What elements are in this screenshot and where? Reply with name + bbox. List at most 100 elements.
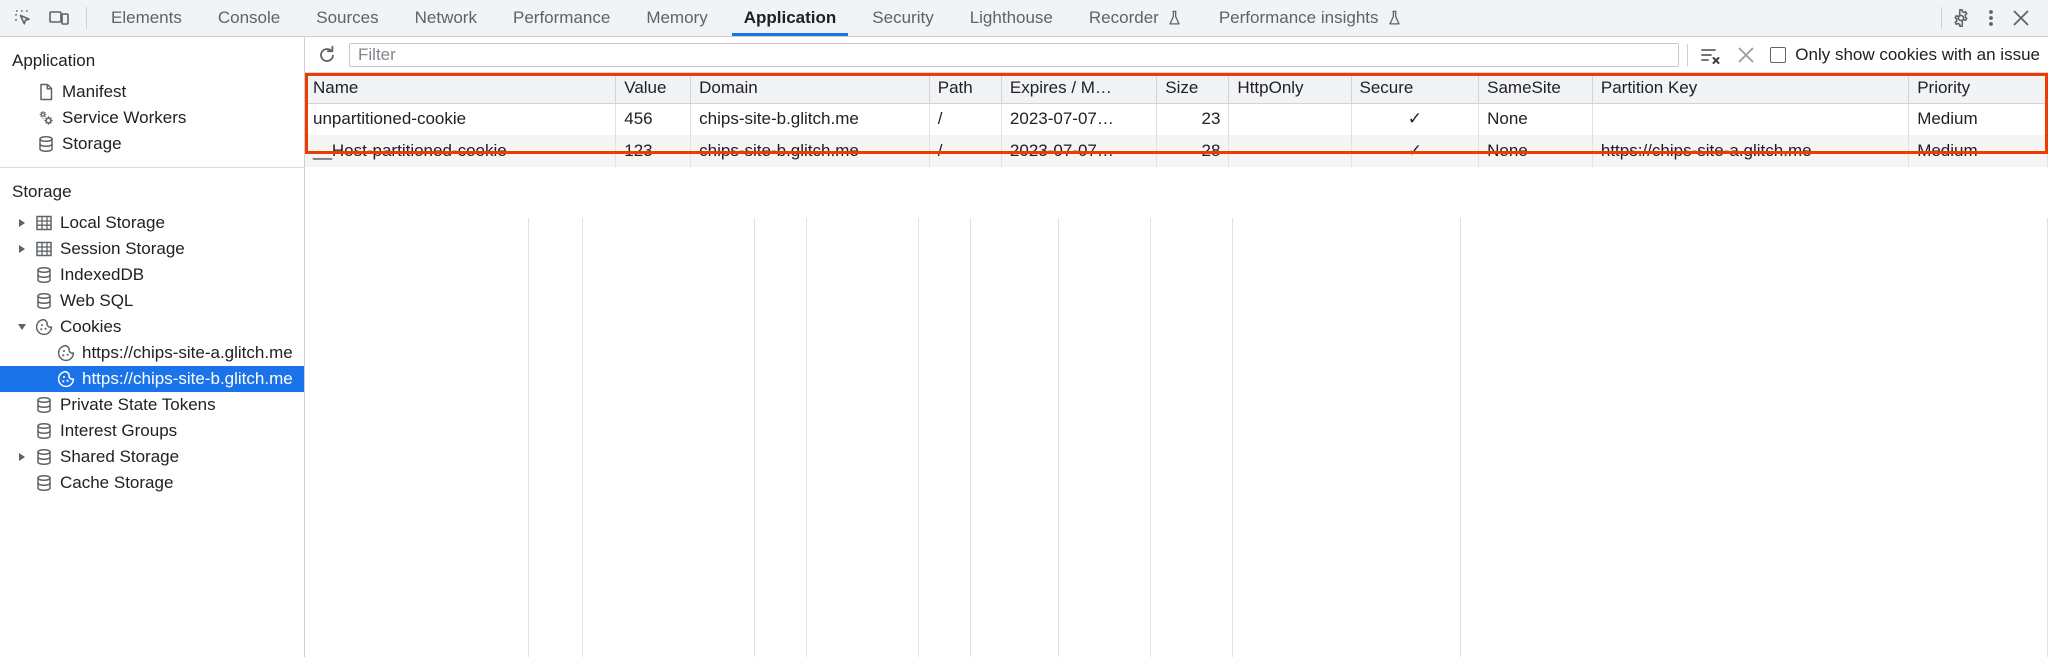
filter-input[interactable] [349, 42, 1680, 67]
sidebar-item-label: Interest Groups [60, 421, 178, 440]
tab-memory[interactable]: Memory [628, 0, 725, 36]
sidebar-item-https-chips-site-b-glitch-me[interactable]: https://chips-site-b.glitch.me [0, 366, 304, 392]
sidebar-item-private-state-tokens[interactable]: Private State Tokens [0, 392, 304, 418]
empty-grid-column [807, 218, 919, 657]
sidebar-item-label: Storage [62, 134, 122, 153]
chevron-right-icon[interactable] [12, 453, 32, 461]
sidebar-item-label: IndexedDB [60, 265, 145, 284]
cell-priority: Medium [1908, 135, 2048, 167]
cell-size: 28 [1156, 135, 1230, 167]
tab-security[interactable]: Security [854, 0, 951, 36]
tab-label: Elements [111, 8, 182, 27]
tab-label: Lighthouse [969, 8, 1053, 27]
clear-filtered-cookies-icon[interactable] [1696, 41, 1724, 69]
column-header-value[interactable]: Value [615, 73, 692, 104]
inspect-element-icon[interactable] [10, 5, 36, 31]
sidebar-item-interest-groups[interactable]: Interest Groups [0, 418, 304, 444]
database-icon [34, 134, 58, 154]
sidebar-item-service-workers[interactable]: Service Workers [0, 105, 304, 131]
sidebar-item-https-chips-site-a-glitch-me[interactable]: https://chips-site-a.glitch.me [0, 340, 304, 366]
chevron-down-icon[interactable] [12, 324, 32, 330]
tab-console[interactable]: Console [200, 0, 298, 36]
sidebar-item-session-storage[interactable]: Session Storage [0, 236, 304, 262]
experiment-flask-icon [1386, 9, 1403, 27]
column-header-secure[interactable]: Secure [1351, 73, 1480, 104]
database-icon [32, 265, 56, 285]
tab-label: Performance insights [1218, 8, 1379, 27]
column-header-httponly[interactable]: HttpOnly [1228, 73, 1352, 104]
tab-label: Security [872, 8, 934, 27]
empty-grid-column [755, 218, 807, 657]
column-header-partition-key[interactable]: Partition Key [1592, 73, 1910, 104]
tab-application[interactable]: Application [726, 0, 855, 36]
tab-bar-divider-right [1941, 7, 1942, 29]
column-header-expires-m[interactable]: Expires / M… [1001, 73, 1158, 104]
only-issues-checkbox[interactable] [1770, 46, 1787, 63]
cell-name: unpartitioned-cookie [305, 103, 617, 135]
sidebar-item-manifest[interactable]: Manifest [0, 79, 304, 105]
column-header-name[interactable]: Name [305, 73, 617, 104]
tab-bar-spacer [1421, 0, 1936, 36]
tab-network[interactable]: Network [397, 0, 495, 36]
more-options-icon[interactable] [1978, 5, 2004, 31]
chevron-right-icon[interactable] [12, 245, 32, 253]
tab-elements[interactable]: Elements [93, 0, 200, 36]
sidebar-item-storage[interactable]: Storage [0, 131, 304, 157]
sidebar-item-indexeddb[interactable]: IndexedDB [0, 262, 304, 288]
chevron-right-icon[interactable] [12, 219, 32, 227]
database-icon [32, 291, 56, 311]
device-toolbar-icon[interactable] [46, 5, 72, 31]
database-icon [32, 447, 56, 467]
refresh-icon[interactable] [313, 41, 341, 69]
tab-label: Application [743, 8, 837, 27]
tab-recorder[interactable]: Recorder [1071, 0, 1201, 36]
sidebar-item-shared-storage[interactable]: Shared Storage [0, 444, 304, 470]
empty-grid-column [919, 218, 971, 657]
cell-partition-key [1592, 103, 1910, 135]
sidebar-item-local-storage[interactable]: Local Storage [0, 210, 304, 236]
column-header-priority[interactable]: Priority [1908, 73, 2048, 104]
cookies-filter-toolbar: Only show cookies with an issue [305, 37, 2048, 73]
cell-samesite: None [1478, 135, 1593, 167]
devtools-tab-bar: Elements Console Sources Network Performance… [0, 0, 2048, 37]
column-header-domain[interactable]: Domain [690, 73, 930, 104]
sidebar-item-cache-storage[interactable]: Cache Storage [0, 470, 304, 496]
tab-performance-insights[interactable]: Performance insights [1201, 0, 1421, 36]
close-devtools-icon[interactable] [2008, 5, 2034, 31]
cell-name: __Host-partitioned-cookie [305, 135, 617, 167]
empty-grid-column [1059, 218, 1151, 657]
database-icon [32, 473, 56, 493]
column-header-samesite[interactable]: SameSite [1478, 73, 1593, 104]
sidebar-item-label: Private State Tokens [60, 395, 216, 414]
sidebar-item-label: https://chips-site-b.glitch.me [82, 369, 293, 388]
sidebar-item-label: Cache Storage [60, 473, 174, 492]
tab-label: Sources [316, 8, 379, 27]
column-header-path[interactable]: Path [929, 73, 1002, 104]
tab-sources[interactable]: Sources [298, 0, 396, 36]
cell-priority: Medium [1908, 103, 2048, 135]
cookies-panel: Only show cookies with an issue NameValu… [305, 37, 2048, 657]
cookie-icon [32, 317, 56, 337]
sidebar-item-web-sql[interactable]: Web SQL [0, 288, 304, 314]
only-issues-checkbox-row[interactable]: Only show cookies with an issue [1768, 45, 2040, 65]
settings-gear-icon[interactable] [1948, 5, 1974, 31]
clear-all-cookies-icon[interactable] [1732, 41, 1760, 69]
tab-label: Performance [512, 8, 611, 27]
empty-grid-column [1233, 218, 1461, 657]
tab-performance[interactable]: Performance [495, 0, 628, 36]
empty-grid-column [583, 218, 755, 657]
cookie-icon [54, 369, 78, 389]
column-header-size[interactable]: Size [1156, 73, 1230, 104]
cookie-icon [54, 343, 78, 363]
tab-lighthouse[interactable]: Lighthouse [952, 0, 1071, 36]
cell-expires: 2023-07-07… [1001, 135, 1158, 167]
table-grid-icon [32, 213, 56, 233]
sidebar-item-cookies[interactable]: Cookies [0, 314, 304, 340]
